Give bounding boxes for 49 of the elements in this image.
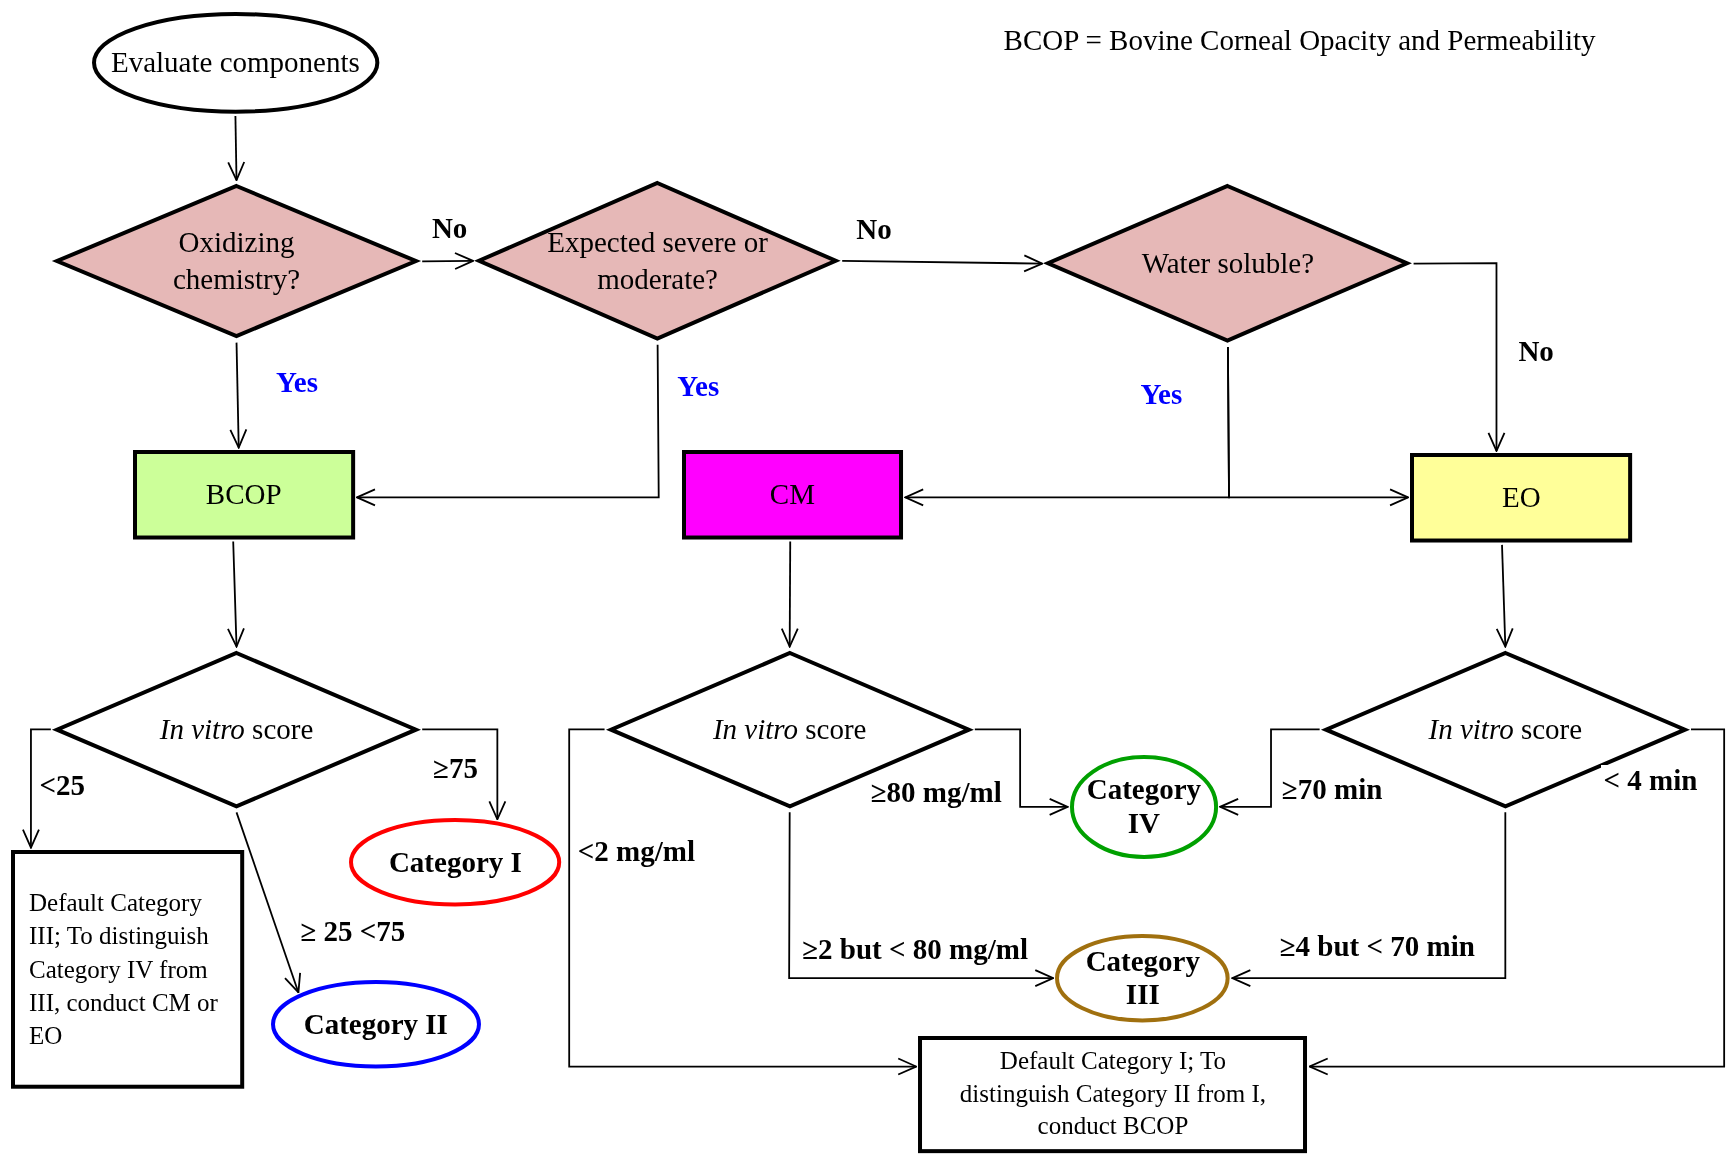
note-text: BCOP = Bovine Corneal Opacity and Permeability	[1003, 24, 1596, 58]
arrow	[788, 811, 1055, 988]
decision-diamond	[1044, 182, 1412, 345]
node-text: CM	[769, 477, 815, 513]
arrow	[22, 728, 52, 849]
node-text: Water soluble?	[1140, 246, 1316, 282]
arrow	[973, 728, 1069, 816]
arrow	[1227, 346, 1409, 507]
ellipse-node	[91, 12, 380, 114]
ellipse-node	[270, 980, 481, 1069]
node-text: Default Category III; To distinguish Category IV from III, conduct CM or EO	[28, 888, 219, 1052]
process-box	[1410, 453, 1633, 543]
node-text: In vitro score	[711, 711, 868, 747]
node-text: Oxidizing chemistry?	[171, 225, 302, 298]
ellipse-node	[349, 817, 562, 907]
node-text: Default Category I; To distinguish Category II from I, conduct BCOP	[958, 1046, 1268, 1142]
arrow	[1308, 728, 1726, 1076]
arrow	[229, 341, 248, 449]
node-text: In vitro score	[1427, 711, 1584, 747]
node-text: EO	[1502, 480, 1541, 516]
node-text: In vitro score	[158, 711, 315, 747]
node-text: BCOP	[205, 477, 282, 513]
process-box	[11, 849, 245, 1089]
arrow	[780, 540, 799, 648]
arrow	[568, 728, 918, 1076]
decision-diamond	[53, 182, 420, 341]
decision-diamond	[475, 179, 840, 343]
arrow	[356, 343, 660, 507]
arrow	[235, 811, 302, 994]
process-box	[132, 449, 355, 540]
ellipse-node	[1069, 754, 1218, 859]
process-box	[681, 449, 903, 540]
arrow	[227, 115, 246, 182]
arrow	[1219, 728, 1321, 816]
node-text: Category I	[388, 844, 522, 880]
node-text: Category II	[303, 1006, 448, 1042]
arrow	[841, 254, 1044, 273]
process-box	[918, 1035, 1308, 1153]
node-text: Category IV	[1085, 773, 1203, 841]
arrow	[1412, 262, 1506, 452]
arrow	[421, 252, 474, 270]
arrow	[1495, 544, 1514, 648]
node-text: Category III	[1084, 944, 1201, 1012]
arrow	[421, 728, 507, 821]
node-text: Evaluate components	[110, 45, 360, 81]
ellipse-node	[1055, 933, 1231, 1023]
arrow	[1231, 811, 1507, 988]
arrow	[227, 540, 245, 648]
node-text: Expected severe or moderate?	[546, 224, 769, 297]
